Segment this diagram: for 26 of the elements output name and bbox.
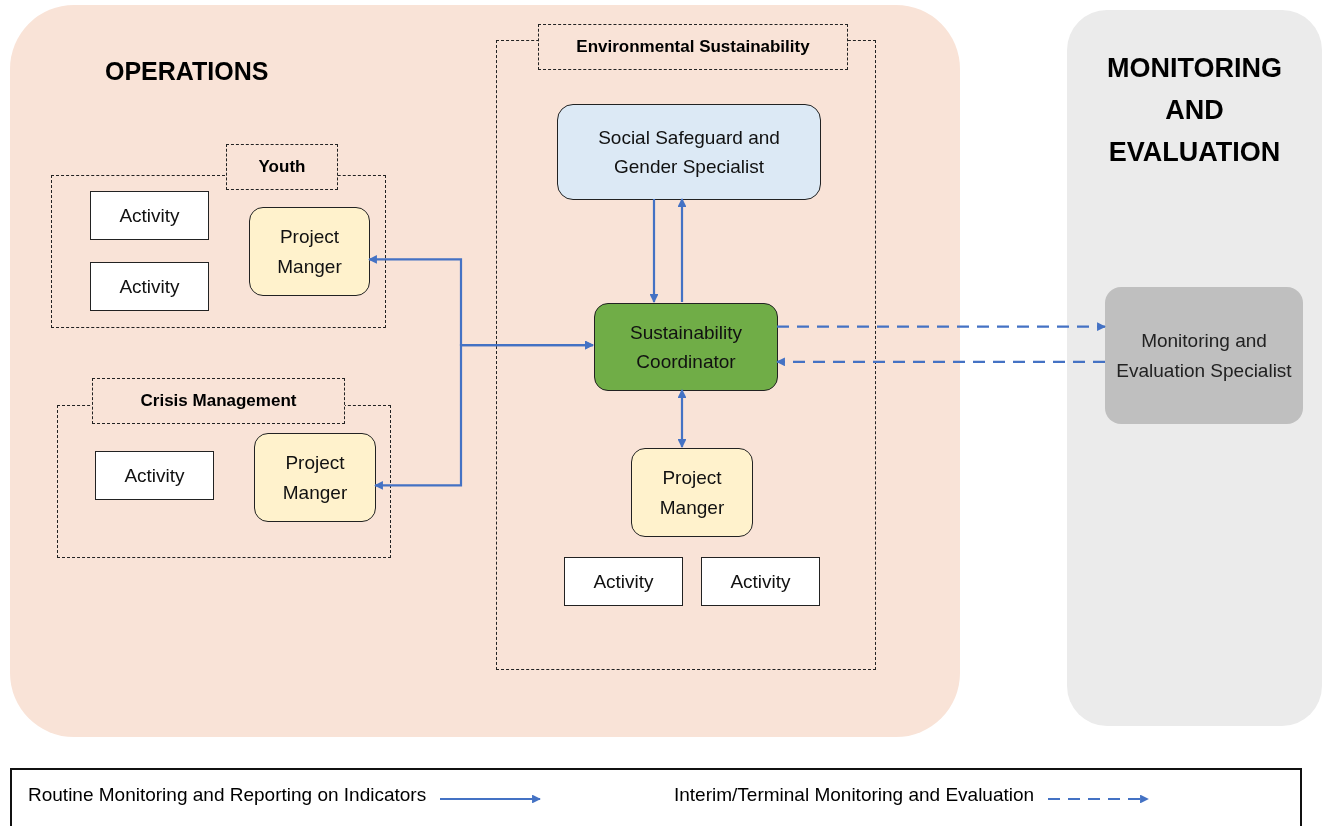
arrow (677, 389, 687, 448)
group-heading: Environmental Sustainability (538, 24, 848, 70)
role-box: Monitoring and Evaluation Specialist (1105, 287, 1303, 424)
activity-box: Activity (90, 191, 209, 240)
role-box: Project Manger (631, 448, 753, 537)
group-heading: Youth (226, 144, 338, 190)
panel-title: OPERATIONS (105, 57, 269, 86)
panel-title: MONITORING AND EVALUATION (1106, 52, 1283, 169)
activity-box: Activity (564, 557, 683, 606)
coordinator-box: Sustainability Coordinator (594, 303, 778, 391)
role-box: Project Manger (249, 207, 370, 296)
arrow (677, 198, 687, 302)
group-heading: Crisis Management (92, 378, 345, 424)
activity-box: Activity (90, 262, 209, 311)
activity-box: Activity (701, 557, 820, 606)
role-box: Project Manger (254, 433, 376, 522)
role-box: Social Safeguard and Gender Specialist (557, 104, 821, 200)
operations-panel (10, 5, 960, 737)
legend-text: Routine Monitoring and Reporting on Indicators (28, 784, 427, 806)
activity-box: Activity (95, 451, 214, 500)
arrow (649, 199, 659, 303)
arrow (777, 322, 1106, 332)
legend-text: Interim/Terminal Monitoring and Evaluation (674, 784, 1035, 806)
arrow (374, 340, 594, 490)
monitoring-panel (1067, 10, 1322, 726)
arrow (776, 357, 1105, 367)
